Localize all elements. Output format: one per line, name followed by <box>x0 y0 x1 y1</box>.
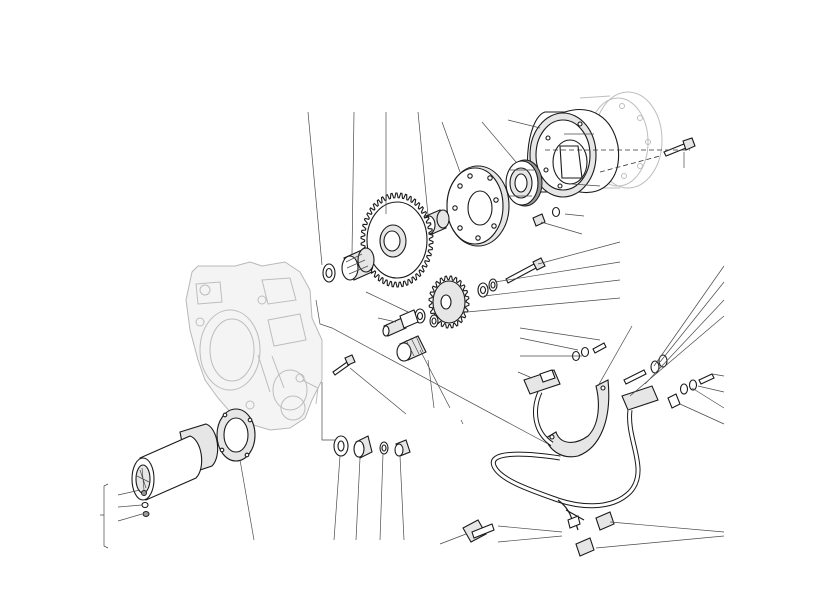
clutch-ring-plate <box>446 165 510 247</box>
pinion-bolt <box>332 354 356 376</box>
pickup-sensor <box>523 369 561 395</box>
starter-motor <box>131 423 219 501</box>
intermediate-shaft <box>382 309 419 337</box>
small-pinion <box>396 335 427 362</box>
dowel-pins <box>532 206 561 227</box>
spacer-washer <box>322 263 336 283</box>
starter-gasket <box>216 408 256 462</box>
freewheel-clutch <box>505 159 543 207</box>
intermediate-gear <box>428 275 470 329</box>
engine-crankcase-ghost <box>185 261 323 431</box>
terminal-cap <box>462 519 495 543</box>
stator-mount-plate <box>545 379 610 458</box>
wiring-harness <box>490 390 641 531</box>
starter-bracket <box>100 483 109 549</box>
axis-lines <box>545 149 690 173</box>
leader-lines <box>117 111 725 549</box>
starter-nuts <box>141 501 150 517</box>
needle-bearing <box>341 247 375 281</box>
connectors <box>567 511 615 557</box>
starter-driven-gear <box>360 192 434 288</box>
bottom-row-parts <box>333 435 411 459</box>
sensor-screws <box>571 342 607 362</box>
flywheel-bolt <box>663 137 696 157</box>
